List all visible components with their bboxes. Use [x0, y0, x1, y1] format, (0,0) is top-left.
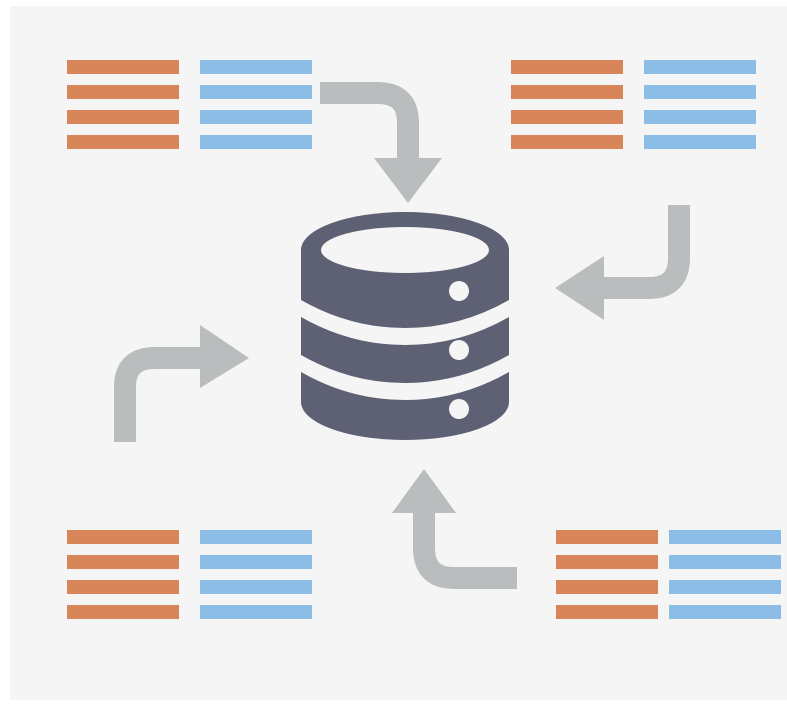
arrow-head [392, 469, 456, 513]
database-indicator-bottom [449, 399, 469, 419]
table-row-blue [200, 85, 312, 99]
table-row-orange [556, 605, 658, 619]
table-row-blue [669, 580, 781, 594]
database-tier-middle [301, 317, 509, 383]
table-row-orange [511, 110, 623, 124]
table-row-blue [200, 530, 312, 544]
arrow-top-left-to-database [320, 82, 442, 203]
table-row-blue [200, 605, 312, 619]
table-row-blue [669, 530, 781, 544]
table-row-orange [511, 60, 623, 74]
arrow-head [374, 158, 442, 203]
flow-arrows [114, 82, 690, 589]
table-row-blue [200, 110, 312, 124]
table-row-orange [511, 85, 623, 99]
table-row-orange [67, 85, 179, 99]
database-tier-bottom [301, 372, 509, 440]
table-row-blue [200, 555, 312, 569]
database-icon [301, 212, 509, 440]
arrow-head [555, 256, 604, 320]
arrow-shaft [320, 82, 419, 160]
arrow-shaft [413, 510, 517, 589]
table-row-orange [67, 605, 179, 619]
table-row-orange [67, 555, 179, 569]
table-row-orange [67, 60, 179, 74]
table-group-bottom-right [556, 530, 781, 619]
table-row-orange [67, 110, 179, 124]
table-row-blue [644, 85, 756, 99]
table-row-blue [669, 555, 781, 569]
arrow-head [200, 325, 249, 388]
arrow-shaft [114, 347, 205, 442]
arrow-left-to-database [114, 325, 249, 442]
arrow-top-right-to-database [555, 205, 690, 320]
table-group-top-left [67, 60, 312, 149]
database-indicator-middle [449, 340, 469, 360]
table-row-blue [644, 110, 756, 124]
table-row-orange [556, 530, 658, 544]
table-groups [67, 60, 781, 619]
table-row-blue [200, 60, 312, 74]
table-row-orange [556, 580, 658, 594]
table-row-orange [67, 580, 179, 594]
database-top-opening [321, 227, 489, 273]
table-row-orange [67, 135, 179, 149]
table-row-blue [644, 135, 756, 149]
table-row-blue [669, 605, 781, 619]
table-row-blue [200, 580, 312, 594]
table-group-bottom-left [67, 530, 312, 619]
table-row-blue [200, 135, 312, 149]
table-row-orange [67, 530, 179, 544]
arrow-bottom-right-to-database [392, 469, 517, 589]
table-row-orange [556, 555, 658, 569]
table-row-blue [644, 60, 756, 74]
table-group-top-right [511, 60, 756, 149]
database-indicator-top [449, 281, 469, 301]
table-row-orange [511, 135, 623, 149]
arrow-shaft [600, 205, 690, 299]
